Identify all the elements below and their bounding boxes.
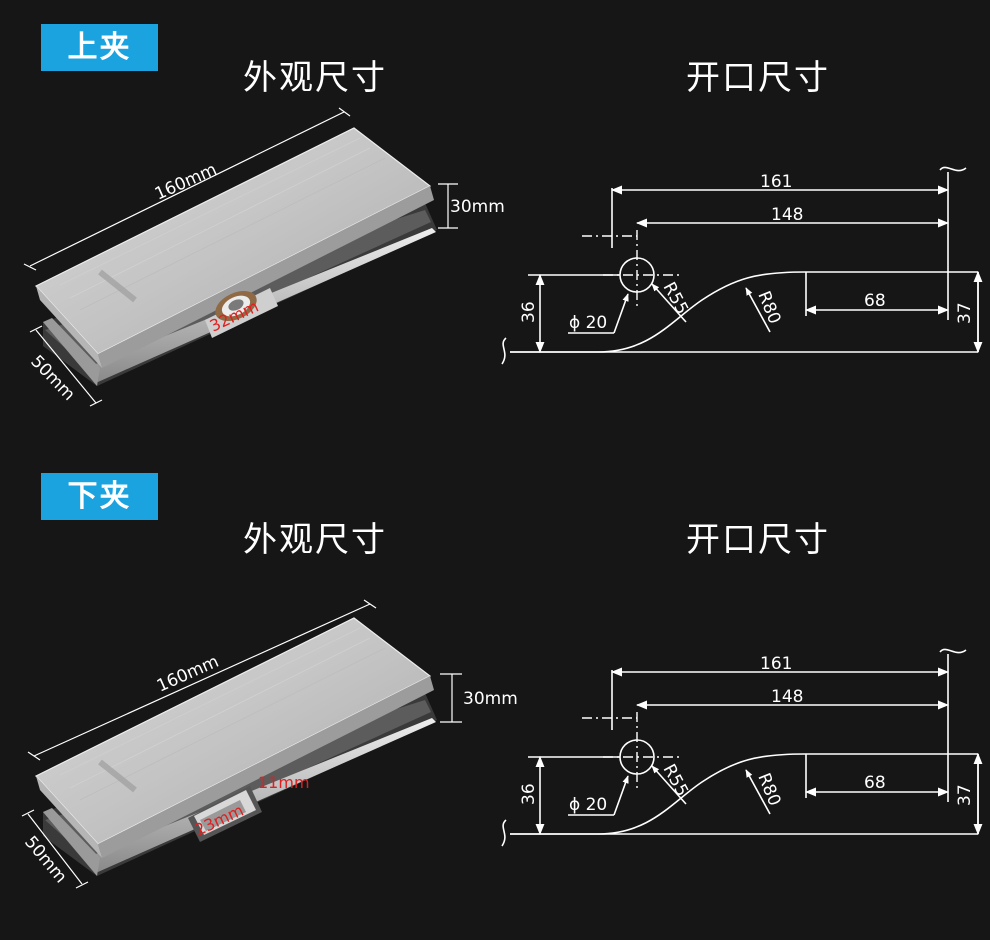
bottom-clamp-product-drawing — [36, 618, 437, 876]
dimension-161-label: 161 — [760, 654, 792, 674]
dimension-161-label: 161 — [760, 172, 792, 192]
radius-80-label: R80 — [753, 288, 784, 327]
dimension-37-label: 37 — [955, 302, 975, 324]
opening-dimensions-title: 开口尺寸 — [686, 520, 830, 560]
diameter-20-label: ϕ 20 — [569, 795, 607, 815]
top-clamp-product-drawing — [36, 128, 437, 386]
top-clamp-opening-drawing — [501, 166, 983, 365]
bottom-clamp-badge: 下夹 — [41, 473, 158, 520]
dimension-36-label: 36 — [519, 301, 539, 323]
bottom-clamp-opening-drawing — [501, 648, 983, 847]
hole-height-label: 11mm — [258, 773, 310, 792]
dimension-148-label: 148 — [771, 205, 803, 225]
height-dimension-label: 30mm — [463, 689, 518, 709]
dimension-68-label: 68 — [864, 773, 886, 793]
dimension-36-label: 36 — [519, 783, 539, 805]
diameter-20-label: ϕ 20 — [569, 313, 607, 333]
opening-dimensions-title: 开口尺寸 — [686, 58, 830, 98]
appearance-dimensions-title: 外观尺寸 — [243, 520, 387, 560]
dimension-37-label: 37 — [955, 784, 975, 806]
appearance-dimensions-title: 外观尺寸 — [243, 58, 387, 98]
dimension-148-label: 148 — [771, 687, 803, 707]
length-dimension-label: 160mm — [152, 160, 220, 205]
bottom-clamp-dimension-lines — [21, 599, 462, 889]
radius-80-label: R80 — [753, 770, 784, 809]
dimension-68-label: 68 — [864, 291, 886, 311]
height-dimension-label: 30mm — [450, 197, 505, 217]
top-clamp-badge: 上夹 — [41, 24, 158, 71]
top-clamp-dimension-lines — [23, 107, 458, 407]
